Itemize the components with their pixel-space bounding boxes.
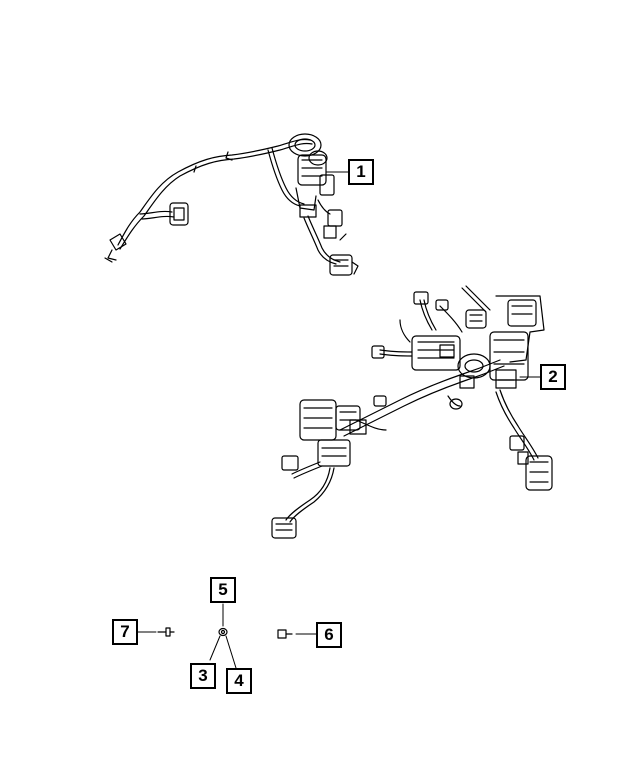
callout-6: 6 — [316, 622, 342, 648]
callout-5: 5 — [210, 577, 236, 603]
fastener-6-illustration — [277, 629, 317, 639]
callout-1: 1 — [348, 159, 374, 185]
callout-4: 4 — [226, 668, 252, 694]
callout-2: 2 — [540, 364, 566, 390]
fastener-5-3-4-illustration — [209, 603, 237, 669]
callout-3: 3 — [190, 663, 216, 689]
callout-7: 7 — [112, 619, 138, 645]
harness-1-illustration — [104, 133, 359, 276]
fastener-7-illustration — [137, 627, 175, 637]
harness-2-illustration — [271, 285, 553, 539]
